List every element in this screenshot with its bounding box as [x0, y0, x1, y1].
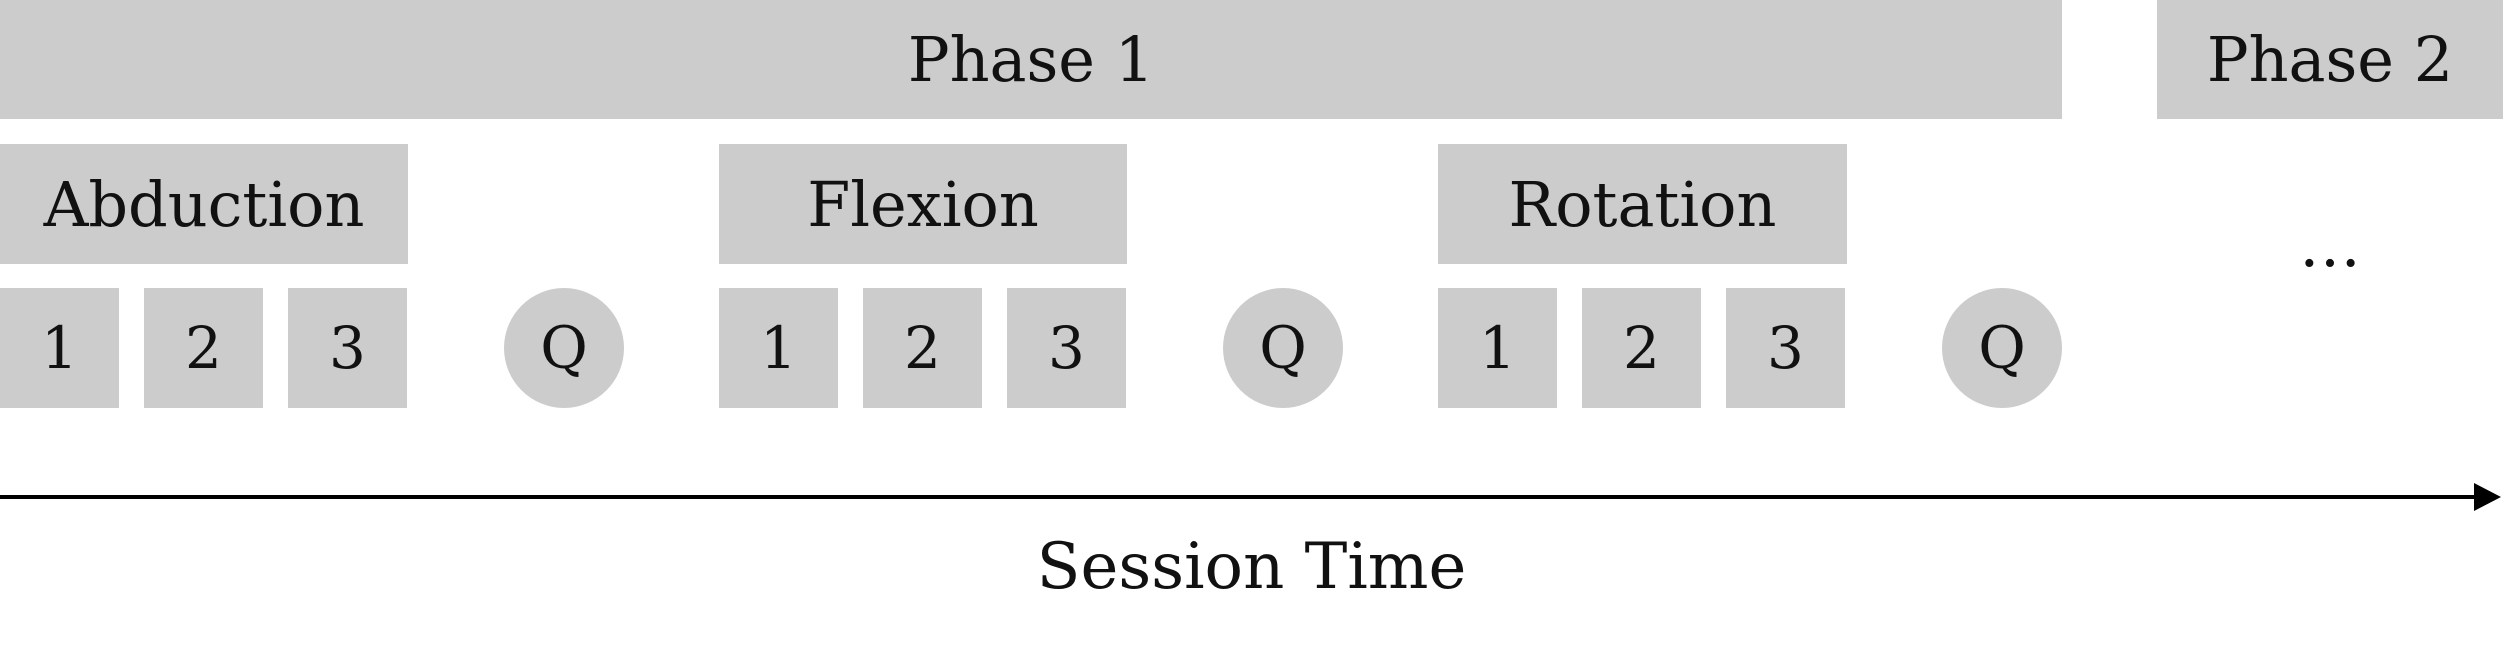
trial-box: 2	[144, 288, 263, 408]
exercise-flexion-block: Flexion	[719, 144, 1127, 264]
trial-box: 3	[1726, 288, 1845, 408]
trial-box: 1	[0, 288, 119, 408]
axis-arrowhead-icon	[2474, 483, 2501, 511]
phase-2-block: Phase 2	[2157, 0, 2503, 119]
session-time-axis	[0, 483, 2501, 511]
continuation-ellipsis: …	[2299, 208, 2361, 281]
questionnaire-circle: Q	[504, 288, 624, 408]
questionnaire-circle: Q	[1223, 288, 1343, 408]
questionnaire-circle: Q	[1942, 288, 2062, 408]
phase-1-block: Phase 1	[0, 0, 2062, 119]
axis-label: Session Time	[1036, 530, 1467, 604]
trial-box: 2	[1582, 288, 1701, 408]
trial-box: 2	[863, 288, 982, 408]
exercise-abduction-block: Abduction	[0, 144, 408, 264]
exercise-rotation-block: Rotation	[1438, 144, 1847, 264]
trial-box: 1	[719, 288, 838, 408]
trial-box: 3	[1007, 288, 1126, 408]
trial-box: 1	[1438, 288, 1557, 408]
trial-box: 3	[288, 288, 407, 408]
